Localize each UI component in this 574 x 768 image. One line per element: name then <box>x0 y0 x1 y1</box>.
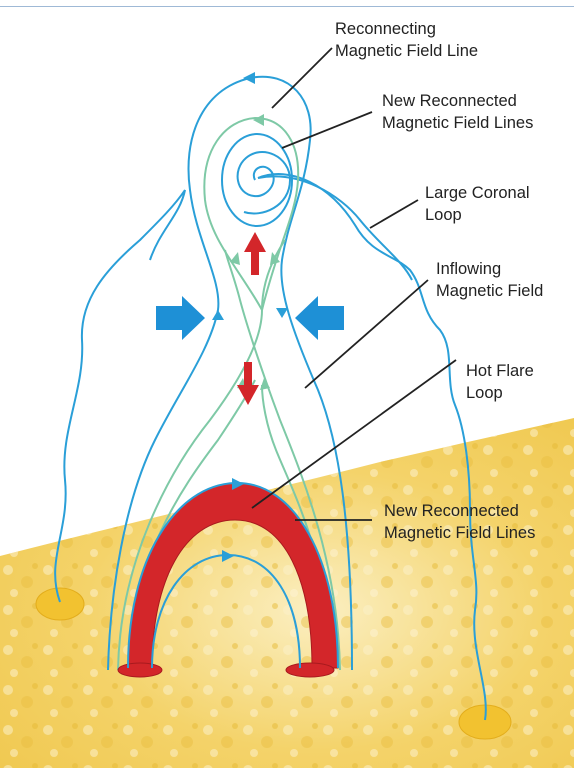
label-large-coronal: Large Coronal Loop <box>425 182 530 226</box>
arrowhead-spiral <box>253 114 264 126</box>
plasmoid-spiral <box>238 152 290 213</box>
label-new-reconnected-bottom: New Reconnected Magnetic Field Lines <box>384 500 535 544</box>
label-new-reconnected-top-line2: Magnetic Field Lines <box>382 112 533 134</box>
leader-large-coronal <box>370 200 418 228</box>
label-new-reconnected-top-line1: New Reconnected <box>382 90 533 112</box>
footpoint-left <box>36 588 84 620</box>
label-reconnecting-line2: Magnetic Field Line <box>335 40 478 62</box>
label-new-reconnected-top: New Reconnected Magnetic Field Lines <box>382 90 533 134</box>
label-inflowing: Inflowing Magnetic Field <box>436 258 543 302</box>
arrowhead-top <box>243 72 255 84</box>
label-hot-flare-line1: Hot Flare <box>466 360 534 382</box>
label-reconnecting: Reconnecting Magnetic Field Line <box>335 18 478 62</box>
inflow-arrow-left <box>156 296 205 340</box>
flare-footpoint-right <box>286 663 334 677</box>
label-hot-flare: Hot Flare Loop <box>466 360 534 404</box>
plasmoid-ring <box>222 134 292 226</box>
leader-new-reconnected-top <box>282 112 372 148</box>
label-inflowing-line1: Inflowing <box>436 258 543 280</box>
arrowhead-green-lower-right <box>260 378 270 390</box>
arrowhead-left-x <box>212 310 224 320</box>
leader-inflowing <box>305 280 428 388</box>
label-new-reconnected-bottom-line2: Magnetic Field Lines <box>384 522 535 544</box>
label-reconnecting-line1: Reconnecting <box>335 18 478 40</box>
flare-footpoint-left <box>118 663 162 677</box>
inflow-arrow-right <box>295 296 344 340</box>
arrowhead-right-x <box>276 308 288 318</box>
label-large-coronal-line2: Loop <box>425 204 530 226</box>
outflow-arrow-up <box>244 232 266 275</box>
label-new-reconnected-bottom-line1: New Reconnected <box>384 500 535 522</box>
label-inflowing-line2: Magnetic Field <box>436 280 543 302</box>
label-hot-flare-line2: Loop <box>466 382 534 404</box>
label-large-coronal-line1: Large Coronal <box>425 182 530 204</box>
